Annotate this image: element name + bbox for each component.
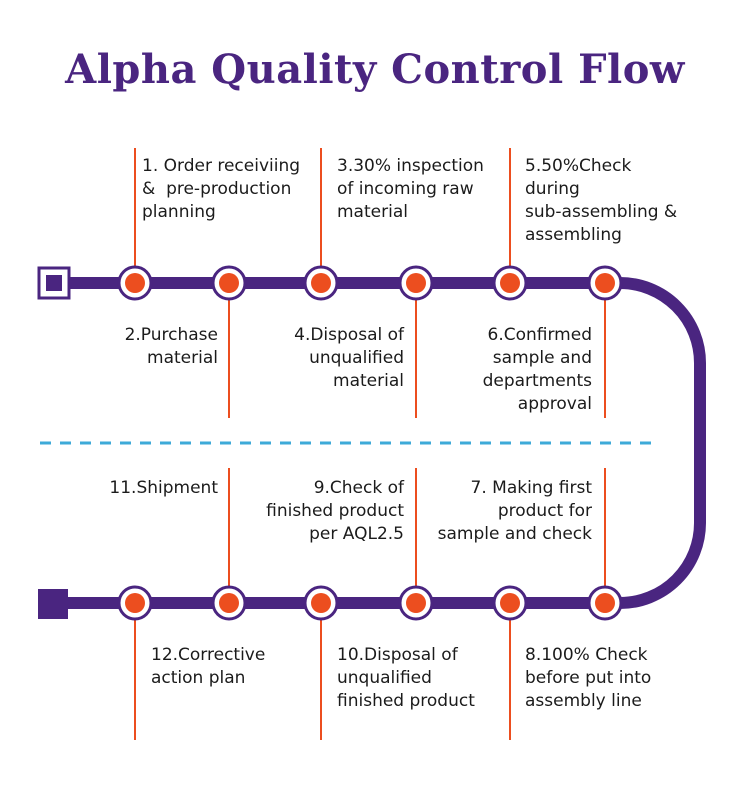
step-nodes (117, 265, 623, 621)
step-node-dot (595, 593, 615, 613)
step-node-dot (500, 593, 520, 613)
step-node-dot (219, 273, 239, 293)
step-node-dot (500, 273, 520, 293)
step-label-8: 8.100% Check before put into assembly li… (525, 645, 652, 711)
step-label-5: 5.50%Check during sub-assembling & assem… (525, 156, 678, 245)
step-node-dot (311, 593, 331, 613)
step-node-dot (125, 593, 145, 613)
step-label-6: 6.Confirmed sample and departments appro… (482, 325, 592, 414)
step-node-5 (492, 265, 528, 301)
step-label-9: 9.Check of finished product per AQL2.5 (266, 478, 404, 544)
step-node-dot (406, 273, 426, 293)
step-label-3: 3.30% inspection of incoming raw materia… (337, 156, 484, 222)
start-marker-inner (46, 275, 62, 291)
step-node-10 (303, 585, 339, 621)
step-node-7 (587, 585, 623, 621)
diagram-title: Alpha Quality Control Flow (65, 46, 685, 93)
step-node-9 (398, 585, 434, 621)
step-node-dot (595, 273, 615, 293)
step-node-1 (117, 265, 153, 301)
process-track (55, 277, 706, 609)
step-node-3 (303, 265, 339, 301)
step-node-8 (492, 585, 528, 621)
step-node-4 (398, 265, 434, 301)
end-marker (38, 589, 68, 619)
step-label-11: 11.Shipment (109, 478, 218, 498)
step-node-11 (211, 585, 247, 621)
step-node-2 (211, 265, 247, 301)
step-label-1: 1. Order receiviing & pre-production pla… (142, 156, 301, 222)
step-node-dot (219, 593, 239, 613)
step-node-6 (587, 265, 623, 301)
step-label-4: 4.Disposal of unqualified material (294, 325, 404, 391)
connector-lines (134, 148, 606, 740)
step-label-7: 7. Making first product for sample and c… (437, 478, 592, 544)
step-label-10: 10.Disposal of unqualified finished prod… (337, 645, 475, 711)
step-node-12 (117, 585, 153, 621)
step-node-dot (125, 273, 145, 293)
step-node-dot (406, 593, 426, 613)
step-label-12: 12.Corrective action plan (151, 645, 266, 688)
step-node-dot (311, 273, 331, 293)
step-label-2: 2.Purchase material (124, 325, 218, 368)
